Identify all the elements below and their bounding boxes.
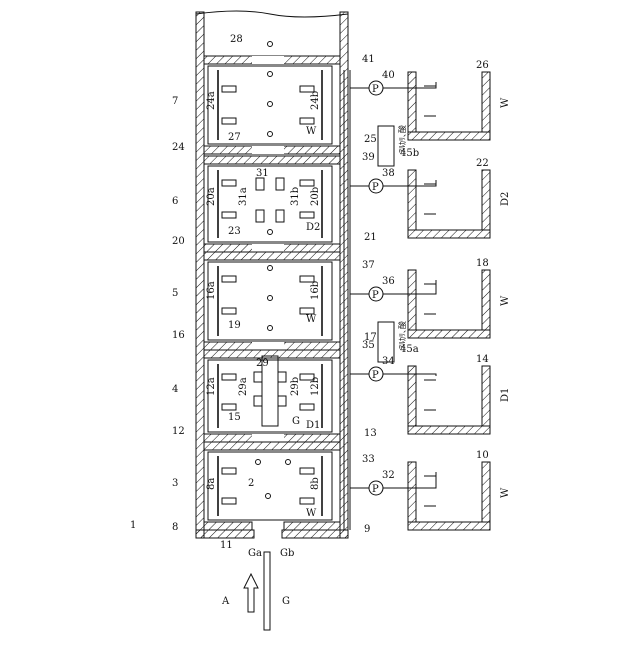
glass-substrate (244, 552, 270, 630)
ref-24a: 24a (206, 91, 217, 110)
ref-7: 7 (172, 96, 178, 107)
ref-8: 8 (172, 522, 178, 533)
line-33-ref: 33 (362, 454, 375, 465)
ref-20a: 20a (206, 187, 217, 206)
ref-8b: 8b (310, 477, 321, 490)
additive-45a-ref: 45a (400, 344, 419, 355)
tank-22-ref: 22 (476, 158, 489, 169)
pipe-17-ref: 17 (364, 332, 377, 343)
pump-34-symbol: P (372, 370, 379, 381)
pump-38-symbol: P (372, 182, 379, 193)
tank-26-right-wall (482, 72, 490, 132)
ref-1: 1 (130, 520, 136, 531)
pump-38-ref: 38 (382, 168, 395, 179)
tank-10-ref: 10 (476, 450, 489, 461)
ref-4: 4 (172, 384, 178, 395)
ref-W-5: W (306, 314, 317, 325)
ref-W-7: W (306, 126, 317, 137)
pump-40-symbol: P (372, 84, 379, 95)
ref-12: 12 (172, 426, 185, 437)
pump-32-symbol: P (372, 484, 379, 495)
tank-18-liquid: W (500, 295, 511, 306)
tank-10-right-wall (482, 462, 490, 522)
tank-26-liquid: W (500, 97, 511, 108)
ref-16a: 16a (206, 281, 217, 300)
ref-D1-4: D1 (306, 420, 320, 431)
tank-18-ref: 18 (476, 258, 489, 269)
chamber-5 (204, 252, 340, 350)
ref-A: A (221, 596, 230, 607)
tank-26-bottom-wall (408, 132, 490, 140)
tank-18-bottom-wall (408, 330, 490, 338)
ref-3: 3 (172, 478, 178, 489)
ref-12a: 12a (206, 377, 217, 396)
line-37-ref: 37 (362, 260, 375, 271)
tank-10-left-wall (408, 462, 416, 522)
ref-Ga: Ga (248, 548, 262, 559)
tank-14-bottom-wall (408, 426, 490, 434)
tank-22-bottom-wall (408, 230, 490, 238)
ref-5: 5 (172, 288, 178, 299)
ref-31b: 31b (290, 187, 301, 206)
ref-11: 11 (220, 540, 233, 551)
pipe-9-ref: 9 (364, 524, 370, 535)
ref-2: 2 (248, 478, 254, 489)
pipe-25-ref: 25 (364, 134, 377, 145)
ref-19: 19 (228, 320, 241, 331)
ref-31a: 31a (238, 187, 249, 206)
additive-box-45b (378, 126, 394, 166)
ref-29b: 29b (290, 377, 301, 396)
tank-22-liquid: D2 (500, 192, 511, 206)
tank-10-liquid: W (500, 487, 511, 498)
ref-20b: 20b (310, 187, 321, 206)
ref-6: 6 (172, 196, 178, 207)
labels: 28 7 24 6 20 5 16 4 12 3 8 1 11 Ga Gb A … (130, 34, 320, 607)
ref-16: 16 (172, 330, 185, 341)
pipe-21-ref: 21 (364, 232, 377, 243)
ref-29a: 29a (238, 377, 249, 396)
tank-14-left-wall (408, 366, 416, 426)
pump-36-ref: 36 (382, 276, 395, 287)
pump-36-symbol: P (372, 290, 379, 301)
tank-14-right-wall (482, 366, 490, 426)
tanks-layer: W10P32339D114P343513ｱﾙｶﾘ､酸45aW18P363717D… (350, 54, 511, 535)
ref-24b: 24b (310, 91, 321, 110)
ref-8a: 8a (206, 478, 217, 490)
tank-18-left-wall (408, 270, 416, 330)
line-41-ref: 41 (362, 54, 375, 65)
tank-14-ref: 14 (476, 354, 489, 365)
ref-16b: 16b (310, 281, 321, 300)
ref-28: 28 (230, 34, 243, 45)
ref-12b: 12b (310, 377, 321, 396)
tank-10-bottom-wall (408, 522, 490, 530)
ref-31: 31 (256, 168, 269, 179)
tank-22-right-wall (482, 170, 490, 230)
ref-29: 29 (256, 358, 269, 369)
tank-14-liquid: D1 (500, 388, 511, 402)
ref-15: 15 (228, 412, 241, 423)
ref-G-mid: G (292, 416, 300, 427)
pipe-13-ref: 13 (364, 428, 377, 439)
line-39-ref: 39 (362, 152, 375, 163)
ref-24: 24 (172, 142, 185, 153)
additive-45b-ref: 45b (400, 148, 419, 159)
pump-40-ref: 40 (382, 70, 395, 81)
tank-18-right-wall (482, 270, 490, 330)
tank-26-ref: 26 (476, 60, 489, 71)
ref-Gb: Gb (280, 548, 294, 559)
ref-20: 20 (172, 236, 185, 247)
ref-G-bottom: G (282, 596, 290, 607)
tank-22-left-wall (408, 170, 416, 230)
ref-D2-6: D2 (306, 222, 320, 233)
pump-32-ref: 32 (382, 470, 395, 481)
ref-23: 23 (228, 226, 241, 237)
ref-27: 27 (228, 132, 241, 143)
tank-26-left-wall (408, 72, 416, 132)
ref-W-3: W (306, 508, 317, 519)
